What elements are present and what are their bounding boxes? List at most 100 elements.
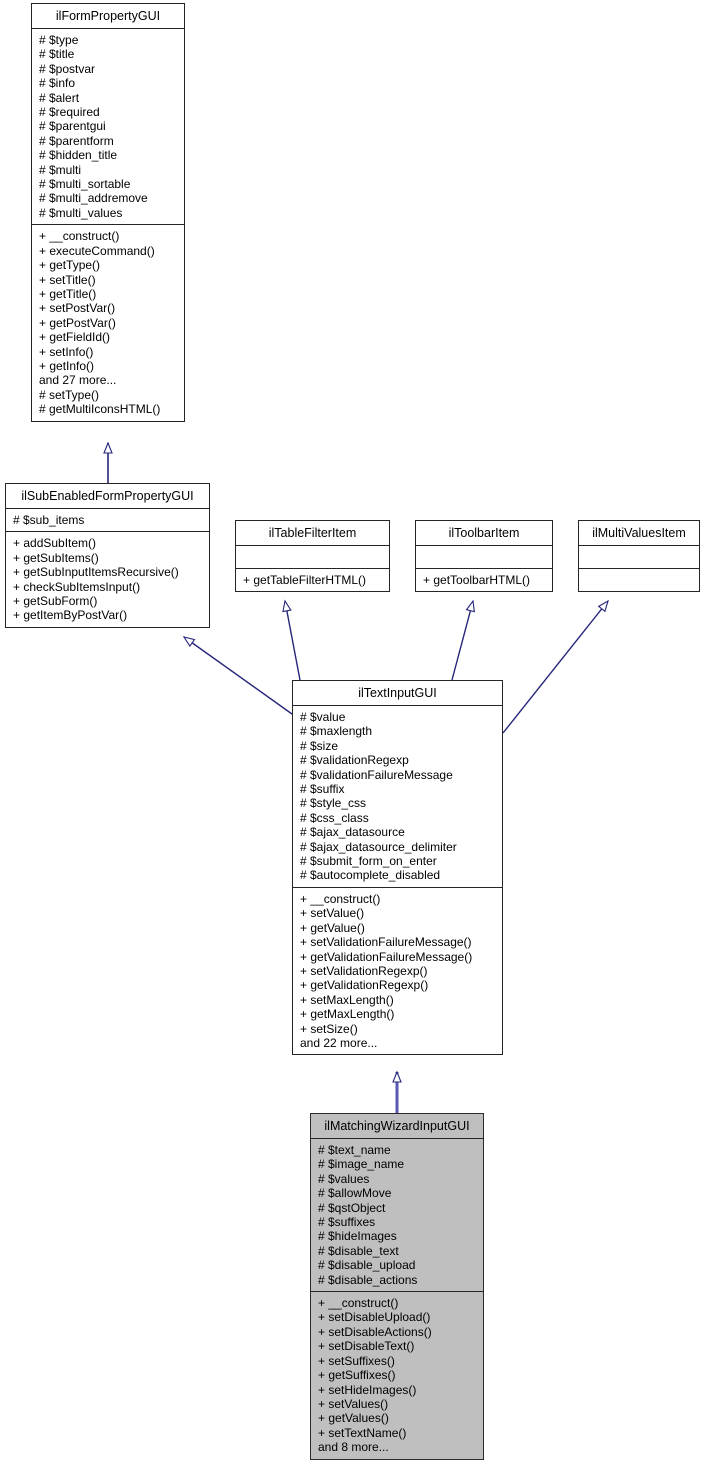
method-item-more: and 8 more... bbox=[318, 1440, 389, 1455]
method-item: + getValidationRegexp() bbox=[300, 978, 429, 993]
class-methods: + addSubItem() + getSubItems() + getSubI… bbox=[6, 532, 209, 626]
attribute-item: # $values bbox=[318, 1171, 370, 1186]
class-attributes-empty bbox=[236, 546, 389, 569]
method-item: + getPostVar() bbox=[39, 315, 116, 330]
edge-textinput-to-multivaluesitem bbox=[502, 599, 609, 734]
method-item-more: and 22 more... bbox=[300, 1035, 378, 1050]
method-item: + setTitle() bbox=[39, 272, 96, 287]
method-item: + getFieldId() bbox=[39, 330, 111, 345]
method-item: + __construct() bbox=[318, 1296, 399, 1311]
attribute-item: # $allowMove bbox=[318, 1186, 392, 1201]
method-item: + setMaxLength() bbox=[300, 992, 394, 1007]
method-item: + getInfo() bbox=[39, 358, 95, 373]
attribute-item: # $ajax_datasource bbox=[300, 825, 405, 840]
attribute-item: # $css_class bbox=[300, 810, 369, 825]
attribute-item: # $sub_items bbox=[13, 513, 85, 527]
method-item: + getItemByPostVar() bbox=[13, 608, 128, 623]
class-title: ilSubEnabledFormPropertyGUI bbox=[6, 484, 209, 509]
class-node-ilsubenabledformpropertygui[interactable]: ilSubEnabledFormPropertyGUI # $sub_items… bbox=[5, 483, 210, 628]
method-item: + setDisableText() bbox=[318, 1339, 415, 1354]
method-item: + getValidationFailureMessage() bbox=[300, 949, 473, 964]
attribute-item: # $title bbox=[39, 47, 75, 62]
method-item: # getMultiIconsHTML() bbox=[39, 402, 161, 417]
method-item: + getSuffixes() bbox=[318, 1368, 396, 1383]
method-item: + setValue() bbox=[300, 906, 365, 921]
edge-textinput-to-tablefilteritem bbox=[282, 599, 301, 681]
edge-textinput-to-subenabled bbox=[182, 636, 293, 715]
class-node-iltoolbaritem[interactable]: ilToolbarItem + getToolbarHTML() bbox=[415, 520, 553, 593]
method-item: + getTitle() bbox=[39, 286, 97, 301]
method-item: + setSuffixes() bbox=[318, 1353, 395, 1368]
attribute-item: # $disable_upload bbox=[318, 1258, 416, 1273]
class-title: ilFormPropertyGUI bbox=[32, 4, 184, 29]
method-item-more: and 27 more... bbox=[39, 373, 117, 388]
method-item: + setValidationRegexp() bbox=[300, 963, 428, 978]
class-attributes-empty bbox=[416, 546, 552, 569]
class-methods: + getTableFilterHTML() bbox=[236, 569, 389, 591]
class-node-iltablefilteritem[interactable]: ilTableFilterItem + getTableFilterHTML() bbox=[235, 520, 390, 593]
method-item: + getTableFilterHTML() bbox=[243, 573, 367, 587]
class-title: ilMultiValuesItem bbox=[579, 521, 699, 546]
class-methods: + __construct() + executeCommand() + get… bbox=[32, 225, 184, 420]
class-title: ilMatchingWizardInputGUI bbox=[311, 1114, 483, 1139]
method-item: + setDisableUpload() bbox=[318, 1310, 431, 1325]
method-item: + __construct() bbox=[300, 891, 381, 906]
class-attributes: # $value # $maxlength # $size # $validat… bbox=[293, 706, 502, 888]
method-item: + getValues() bbox=[318, 1411, 389, 1426]
attribute-item: # $value bbox=[300, 710, 346, 724]
attribute-item: # $disable_text bbox=[318, 1243, 399, 1258]
class-node-ilformpropertygui[interactable]: ilFormPropertyGUI # $type # $title # $po… bbox=[31, 3, 185, 422]
class-node-iltextinputgui[interactable]: ilTextInputGUI # $value # $maxlength # $… bbox=[292, 680, 503, 1056]
attribute-item: # $multi bbox=[39, 162, 82, 177]
class-title: ilToolbarItem bbox=[416, 521, 552, 546]
class-title: ilTextInputGUI bbox=[293, 681, 502, 706]
class-attributes: # $sub_items bbox=[6, 509, 209, 533]
method-item: + setTextName() bbox=[318, 1425, 407, 1440]
method-item: # setType() bbox=[39, 387, 100, 402]
method-item: + checkSubItemsInput() bbox=[13, 579, 141, 594]
method-item: + setSize() bbox=[300, 1021, 358, 1036]
attribute-item: # $hideImages bbox=[318, 1229, 397, 1244]
method-item: + getValue() bbox=[300, 920, 365, 935]
method-item: + __construct() bbox=[39, 229, 120, 244]
method-item: + setInfo() bbox=[39, 344, 94, 359]
method-item: + getSubInputItemsRecursive() bbox=[13, 565, 179, 580]
attribute-item: # $suffix bbox=[300, 782, 345, 797]
attribute-item: # $hidden_title bbox=[39, 148, 118, 163]
method-item: + setValues() bbox=[318, 1396, 389, 1411]
method-item: + setDisableActions() bbox=[318, 1324, 432, 1339]
attribute-item: # $suffixes bbox=[318, 1215, 376, 1230]
class-attributes-empty bbox=[579, 546, 699, 569]
attribute-item: # $autocomplete_disabled bbox=[300, 868, 441, 883]
attribute-item: # $qstObject bbox=[318, 1200, 386, 1215]
attribute-item: # $info bbox=[39, 76, 76, 91]
attribute-item: # $multi_values bbox=[39, 205, 123, 220]
attribute-item: # $submit_form_on_enter bbox=[300, 854, 437, 869]
class-title: ilTableFilterItem bbox=[236, 521, 389, 546]
class-methods: + getToolbarHTML() bbox=[416, 569, 552, 591]
attribute-item: # $style_css bbox=[300, 796, 367, 811]
method-item: + getSubItems() bbox=[13, 550, 99, 565]
class-attributes: # $text_name # $image_name # $values # $… bbox=[311, 1139, 483, 1293]
class-node-ilmultivaluesitem[interactable]: ilMultiValuesItem bbox=[578, 520, 700, 592]
method-item: + getToolbarHTML() bbox=[423, 573, 531, 587]
attribute-item: # $image_name bbox=[318, 1157, 405, 1172]
attribute-item: # $validationFailureMessage bbox=[300, 767, 453, 782]
attribute-item: # $required bbox=[39, 105, 100, 120]
attribute-item: # $maxlength bbox=[300, 724, 373, 739]
attribute-item: # $ajax_datasource_delimiter bbox=[300, 839, 457, 854]
method-item: + setHideImages() bbox=[318, 1382, 417, 1397]
class-methods-empty bbox=[579, 569, 699, 591]
method-item: + getSubForm() bbox=[13, 594, 98, 609]
attribute-item: # $parentgui bbox=[39, 119, 106, 134]
attribute-item: # $postvar bbox=[39, 61, 96, 76]
class-methods: + __construct() + setValue() + getValue(… bbox=[293, 888, 502, 1054]
method-item: + setValidationFailureMessage() bbox=[300, 935, 472, 950]
method-item: + executeCommand() bbox=[39, 243, 155, 258]
class-node-ilmatchingwizardinputgui[interactable]: ilMatchingWizardInputGUI # $text_name # … bbox=[310, 1113, 484, 1460]
edge-textinput-to-toolbaritem bbox=[451, 599, 475, 681]
attribute-item: # $parentform bbox=[39, 133, 114, 148]
attribute-item: # $alert bbox=[39, 90, 80, 105]
attribute-item: # $disable_actions bbox=[318, 1272, 418, 1287]
